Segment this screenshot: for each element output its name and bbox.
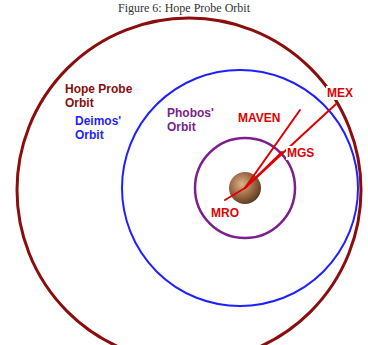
probe-label: MRO — [210, 206, 240, 220]
probe-label: MEX — [326, 86, 354, 100]
mro-leader — [225, 188, 245, 200]
orbit-label: Phobos' Orbit — [166, 106, 220, 134]
probe-label: MGS — [286, 146, 315, 160]
probe-label: MAVEN — [237, 111, 281, 125]
orbit-label: Hope Probe Orbit — [64, 82, 146, 110]
mgs-leader — [245, 152, 282, 188]
orbit-label: Deimos' Orbit — [74, 114, 128, 142]
hope-orbit — [17, 18, 361, 345]
deimos-orbit — [122, 70, 358, 306]
figure-title: Figure 6: Hope Probe Orbit — [0, 1, 368, 15]
phobos-orbit — [195, 138, 295, 238]
